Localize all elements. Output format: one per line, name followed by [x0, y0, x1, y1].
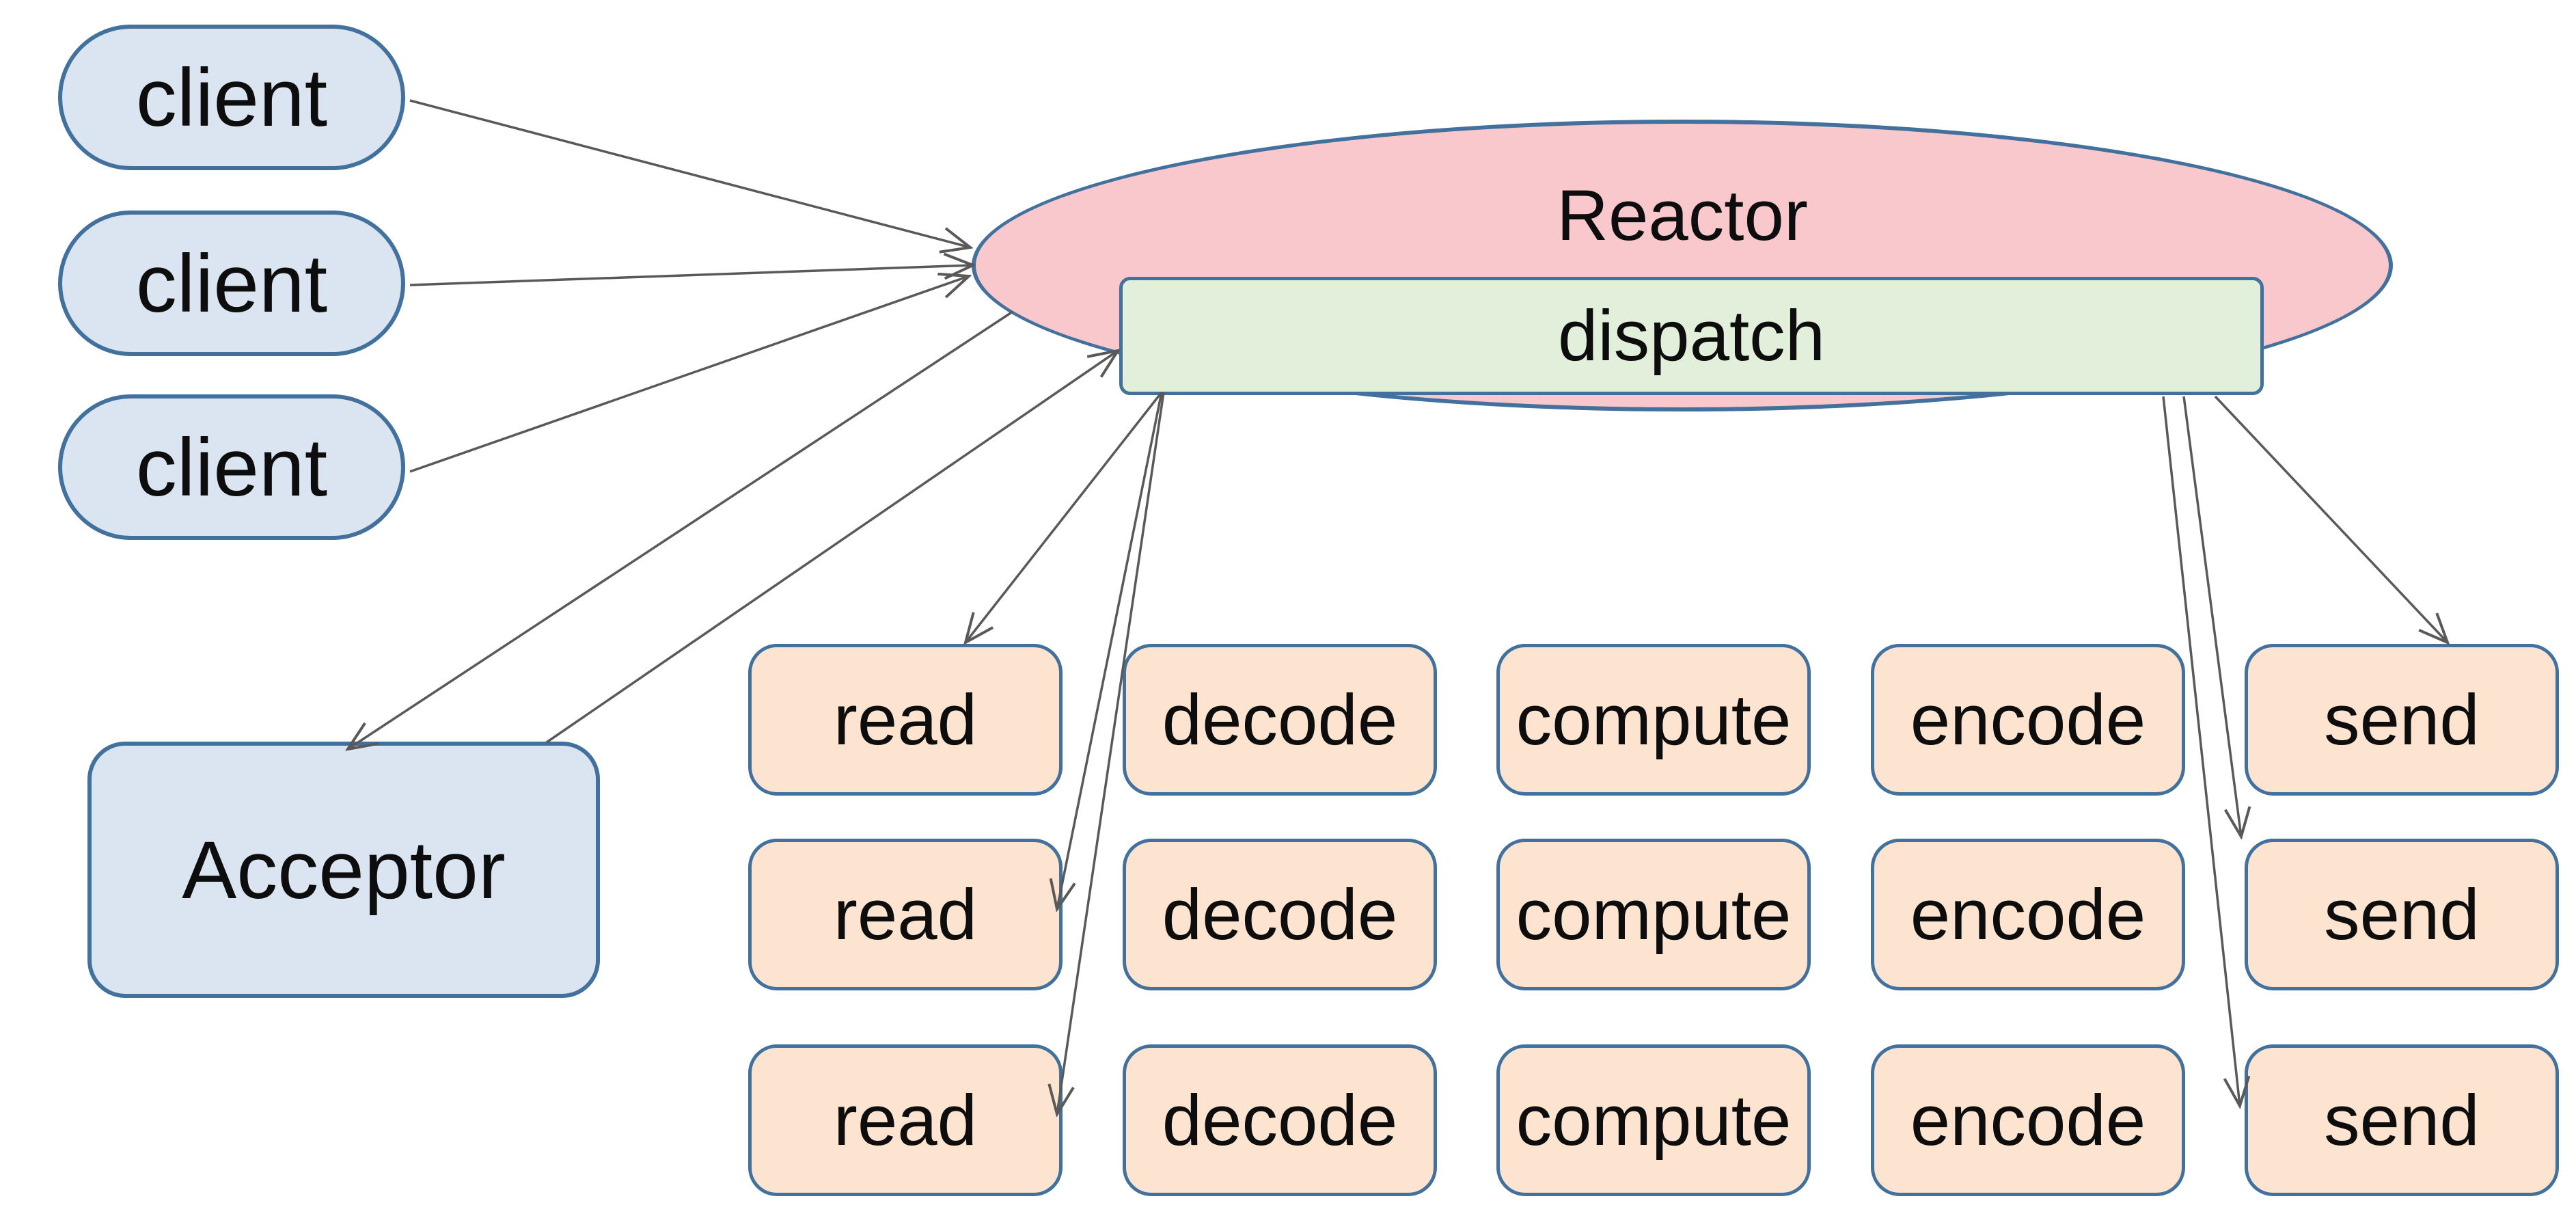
worker-read-row1: read	[748, 644, 1063, 796]
arrow-dispatch-to-send2	[2182, 396, 2241, 837]
worker-encode-row1: encode	[1871, 644, 2185, 796]
worker-decode-row3: decode	[1123, 1044, 1437, 1196]
client-node-1: client	[58, 25, 405, 170]
acceptor-node: Acceptor	[87, 742, 600, 998]
worker-encode-row3: encode	[1871, 1044, 2185, 1196]
worker-compute-row3: compute	[1496, 1044, 1811, 1196]
client-node-2: client	[58, 211, 405, 356]
worker-decode-row2: decode	[1123, 839, 1437, 990]
worker-encode-row2: encode	[1871, 839, 2185, 990]
arrow-dispatch-to-send1	[2214, 395, 2448, 642]
worker-send-row3: send	[2245, 1044, 2559, 1196]
worker-decode-row1: decode	[1123, 644, 1437, 796]
worker-compute-row2: compute	[1496, 839, 1811, 990]
arrow-client3-to-reactor	[409, 276, 969, 473]
arrow-dispatch-to-read1	[965, 391, 1163, 642]
worker-compute-row1: compute	[1496, 644, 1811, 796]
dispatch-node: dispatch	[1119, 277, 2264, 395]
worker-read-row3: read	[748, 1044, 1063, 1196]
worker-send-row1: send	[2245, 644, 2559, 796]
client-node-3: client	[58, 394, 405, 540]
worker-read-row2: read	[748, 839, 1063, 990]
worker-send-row2: send	[2245, 839, 2559, 990]
arrow-client2-to-reactor	[409, 265, 973, 286]
reactor-label: Reactor	[1557, 176, 1808, 256]
arrow-client1-to-reactor	[409, 99, 970, 247]
